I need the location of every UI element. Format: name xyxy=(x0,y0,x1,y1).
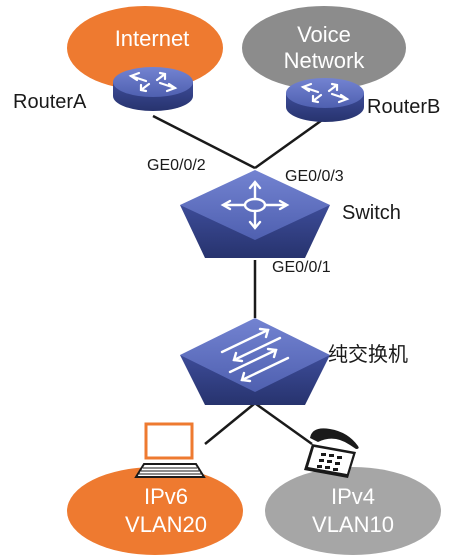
l2-switch-label: 纯交换机 xyxy=(328,343,408,366)
switch-label: Switch xyxy=(342,202,401,224)
link-routerb-switch xyxy=(254,116,326,170)
vlan20-label: VLAN20 xyxy=(125,512,207,537)
voice-network-label-line2: Network xyxy=(284,48,366,73)
switch-icon xyxy=(180,170,330,258)
port-label-ge001: GE0/0/1 xyxy=(272,259,331,276)
link-l2switch-phone xyxy=(255,402,313,446)
router-b-label: RouterB xyxy=(367,96,440,118)
internet-cloud xyxy=(67,6,223,90)
ipv6-vlan-cloud xyxy=(67,467,243,555)
router-a-label: RouterA xyxy=(13,91,87,113)
link-l2switch-pc xyxy=(204,403,255,445)
internet-label: Internet xyxy=(115,26,190,51)
link-routera-switch xyxy=(152,114,256,170)
router-a-icon xyxy=(113,67,193,111)
port-label-ge002: GE0/0/2 xyxy=(147,157,206,174)
ipv6-label: IPv6 xyxy=(144,484,188,509)
links xyxy=(152,114,326,446)
l2-switch-icon xyxy=(180,318,330,405)
ipv4-vlan-cloud xyxy=(265,467,441,555)
phone-icon xyxy=(304,428,359,478)
voice-network-cloud xyxy=(242,6,406,90)
pc-icon xyxy=(134,422,206,478)
voice-network-label-line1: Voice xyxy=(297,22,351,47)
router-b-icon xyxy=(286,78,364,122)
ipv4-label: IPv4 xyxy=(331,484,375,509)
port-label-ge003: GE0/0/3 xyxy=(285,168,344,185)
vlan10-label: VLAN10 xyxy=(312,512,394,537)
